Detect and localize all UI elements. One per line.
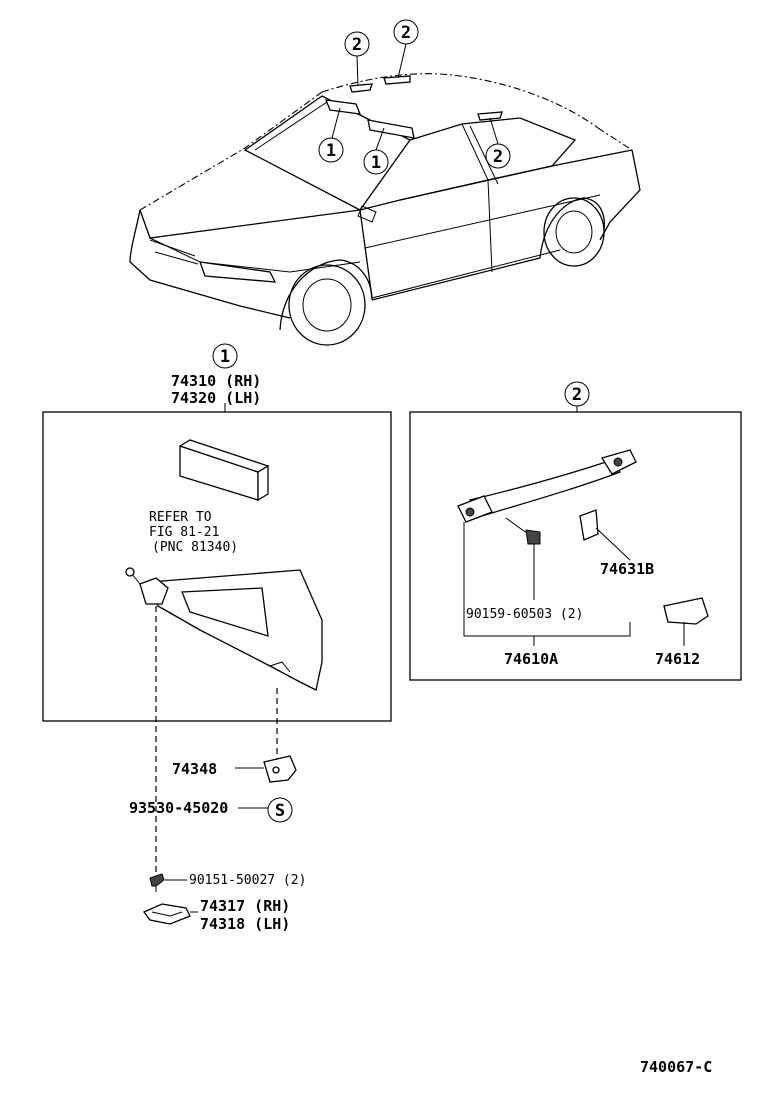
part-74317-rh: 74317 (RH): [200, 897, 290, 915]
part-74631b: 74631B: [600, 560, 654, 578]
holder-74348: [263, 755, 297, 783]
assist-grip: [457, 449, 637, 523]
svg-text:2: 2: [352, 35, 362, 55]
sun-visor: [125, 567, 323, 691]
part-74320-lh: 74320 (LH): [171, 389, 261, 407]
s-symbol: S: [267, 797, 293, 823]
part-74612: 74612: [655, 650, 700, 668]
end-cap: [663, 597, 709, 625]
refer-line-3: (PNC 81340): [152, 540, 238, 555]
grip-cover: [579, 509, 599, 541]
callout-2-a: 2: [344, 31, 370, 57]
callout-2-c: 2: [485, 143, 511, 169]
group2-header: 2: [564, 381, 590, 407]
group2-callout: 2: [572, 385, 582, 405]
part-74610a: 74610A: [504, 650, 558, 668]
screw-90151: [149, 873, 165, 892]
refer-line-2: FIG 81-21: [149, 525, 219, 540]
part-74310-rh: 74310 (RH): [171, 372, 261, 390]
part-74318-lh: 74318 (LH): [200, 915, 290, 933]
svg-text:S: S: [275, 801, 285, 821]
group2-box: [409, 411, 742, 681]
svg-text:2: 2: [493, 147, 503, 167]
part-93530-45020: 93530-45020: [129, 799, 228, 817]
part-74348: 74348: [172, 760, 217, 778]
svg-text:1: 1: [326, 141, 336, 161]
vanity-mirror-cover: [178, 439, 270, 502]
svg-text:2: 2: [401, 23, 411, 43]
group1-callout: 1: [220, 347, 230, 367]
group1-box: [42, 411, 392, 722]
car-illustration: [129, 43, 641, 346]
part-90159-60503: 90159-60503 (2): [466, 607, 583, 622]
group1-header: 1 74310 (RH) 74320 (LH): [171, 343, 261, 407]
svg-text:1: 1: [371, 153, 381, 173]
figure-id: 740067-C: [640, 1058, 712, 1076]
visor-hinge-cover: [142, 903, 191, 925]
refer-line-1: REFER TO: [149, 510, 212, 525]
part-90151-50027: 90151-50027 (2): [189, 873, 306, 888]
bolt-90159: [505, 517, 541, 600]
callout-1-b: 1: [363, 149, 389, 175]
callout-1-a: 1: [318, 137, 344, 163]
callout-2-b: 2: [393, 19, 419, 45]
